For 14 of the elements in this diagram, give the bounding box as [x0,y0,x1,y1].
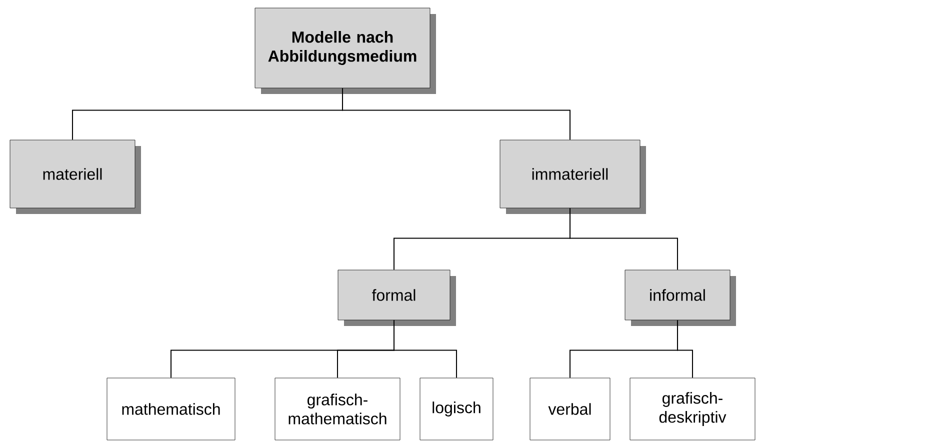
category-box: formal [338,270,456,326]
category-box: materiell [10,140,141,214]
connector-line [677,320,693,378]
connector-line [394,320,457,378]
category-box: grafisch-deskriptiv [630,378,756,440]
connector-line [570,208,678,270]
category-box: mathematisch [106,378,236,440]
category-box: Modelle nach Abbildungsmedium [254,8,436,94]
category-box: immateriell [500,140,646,214]
connector-line [342,88,570,140]
category-box: grafisch-mathematisch [274,378,400,440]
category-box: logisch [420,378,494,440]
category-box: verbal [530,378,610,440]
category-box: informal [624,270,736,326]
